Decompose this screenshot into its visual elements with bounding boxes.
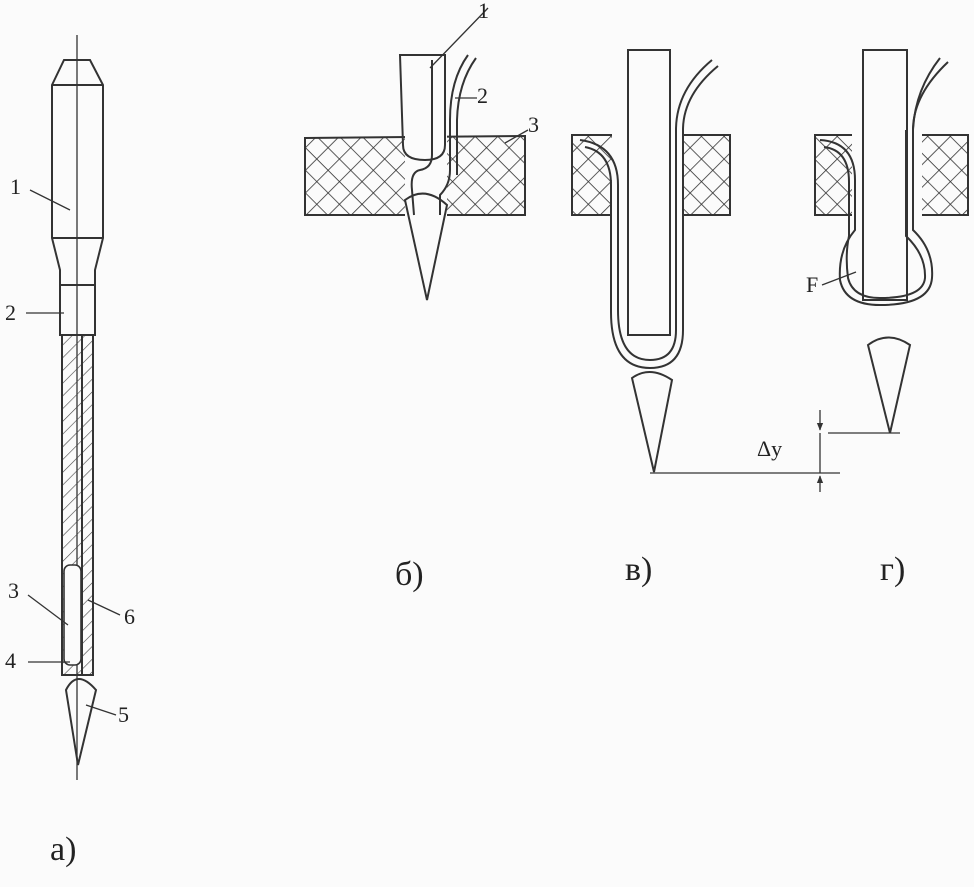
label-b-2: 2 [477, 83, 488, 108]
fabric-v-hole [612, 133, 684, 218]
label-b-1: 1 [478, 0, 489, 23]
thread-b-right [439, 54, 469, 215]
label-g-F: F [806, 272, 818, 297]
label-g-delta-y: Δy [757, 436, 782, 461]
thread-b-right2 [456, 57, 477, 175]
leader-6 [87, 599, 121, 616]
panel-g: F Δy г) [757, 49, 969, 588]
leader-1 [29, 189, 71, 211]
leader-b-3 [504, 129, 529, 144]
needle-shank [51, 59, 104, 336]
label-a-3: 3 [8, 578, 19, 603]
panel-v: в) [571, 49, 840, 588]
panel-b: 1 2 3 б) [304, 0, 539, 593]
caption-v: в) [625, 551, 652, 588]
needle-g-body [862, 49, 908, 301]
panel-a-needle: 1 2 3 4 5 6 а) [5, 35, 135, 868]
thread-b-left [410, 60, 433, 216]
needle-v-point [630, 371, 674, 473]
needle-g-point [866, 336, 912, 434]
leader-3 [27, 594, 69, 626]
needle-b-upper [398, 54, 446, 162]
thread-g-inner [823, 130, 927, 300]
thread-v-outer [579, 59, 713, 362]
leader-5 [85, 704, 117, 716]
leader-b-1 [429, 7, 489, 69]
label-a-5: 5 [118, 702, 129, 727]
caption-g: г) [880, 551, 905, 588]
thread-v-inner [584, 65, 719, 370]
label-b-3: 3 [528, 112, 539, 137]
label-a-6: 6 [124, 604, 135, 629]
label-a-1: 1 [10, 174, 21, 199]
needle-b-point [403, 192, 449, 301]
thread-g-tail [912, 57, 941, 131]
needle-point [64, 678, 98, 766]
label-a-4: 4 [5, 648, 16, 673]
caption-b: б) [395, 556, 424, 593]
needle-eye [63, 564, 82, 666]
caption-a: а) [50, 831, 76, 868]
leader-g-F [821, 271, 857, 286]
needle-v-body [627, 49, 671, 336]
label-a-2: 2 [5, 300, 16, 325]
